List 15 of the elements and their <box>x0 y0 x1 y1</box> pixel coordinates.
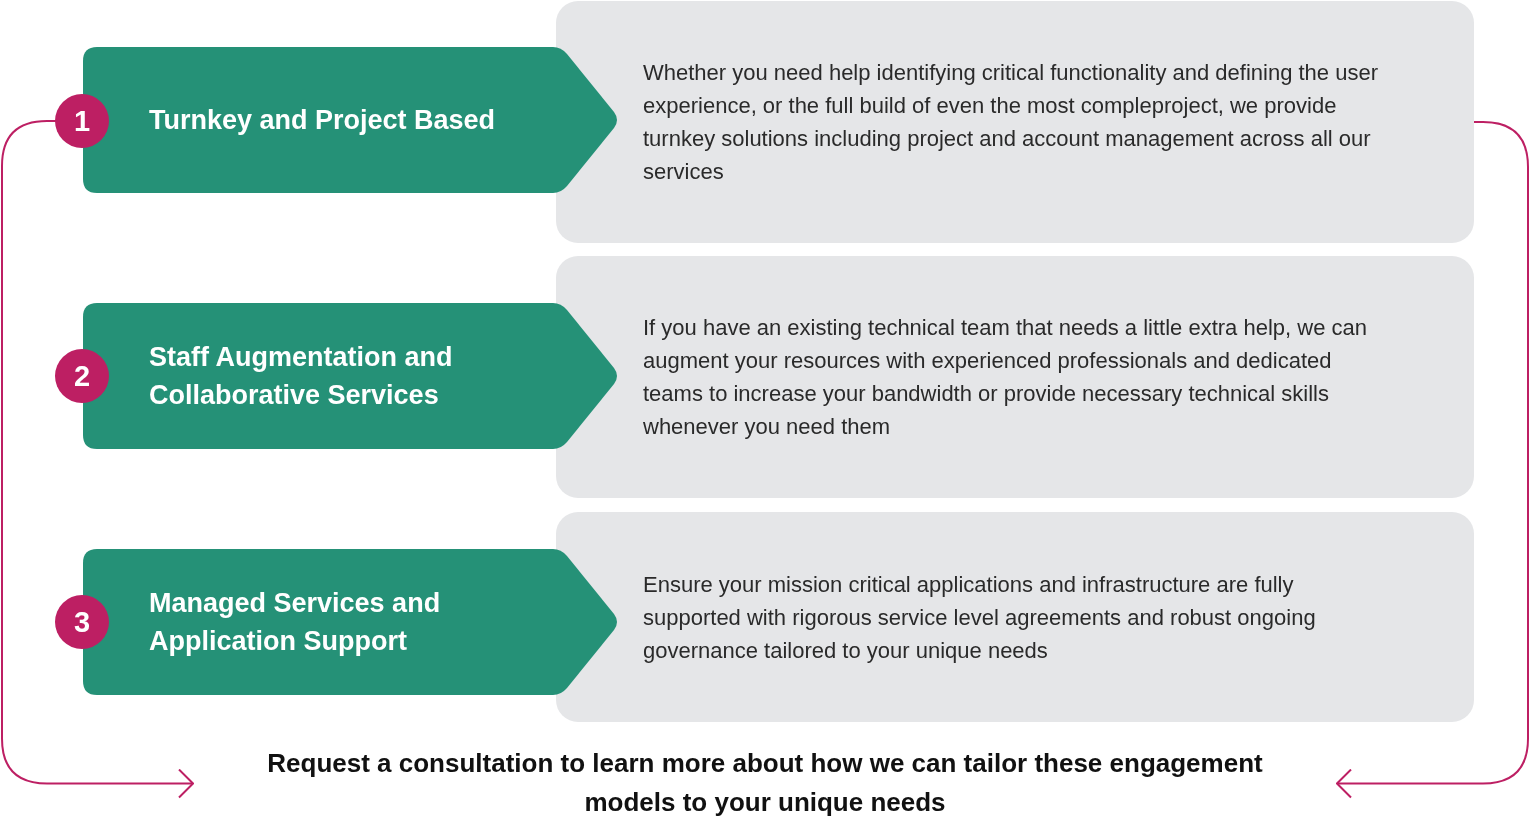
service-title: Turnkey and Project Based <box>149 104 496 137</box>
step-number-badge: 2 <box>55 349 109 403</box>
description-text: Whether you need help identifying critical functionality and defining the user experience, or the full build of even the most compleproject, we provide turnkey solutions including project and account management across all our services <box>643 59 1379 186</box>
service-title: Staff Augmentation and Collaborative Services <box>149 341 454 412</box>
service-title: Managed Services and Application Support <box>149 587 442 658</box>
step-number-badge: 3 <box>55 595 109 649</box>
call-to-action-text: Request a consultation to learn more about how we can tailor these engagement models to your unique needs <box>185 744 1345 823</box>
connector-arrow <box>1 120 194 799</box>
connector-arrow <box>1336 121 1529 799</box>
step-number-badge: 1 <box>55 94 109 148</box>
description-panel <box>556 256 1474 498</box>
description-text: If you have an existing technical team that needs a little extra help, we can augment your resources with experienced professionals and dedicated teams to increase your bandwidth or provide necessary technical skills whenever you need them <box>643 314 1368 441</box>
description-panel <box>556 1 1474 243</box>
description-panel <box>556 512 1474 722</box>
description-text: Ensure your mission critical applications and infrastructure are fully supported with rigorous service level agreements and robust ongoing governance tailored to your unique needs <box>643 570 1317 665</box>
